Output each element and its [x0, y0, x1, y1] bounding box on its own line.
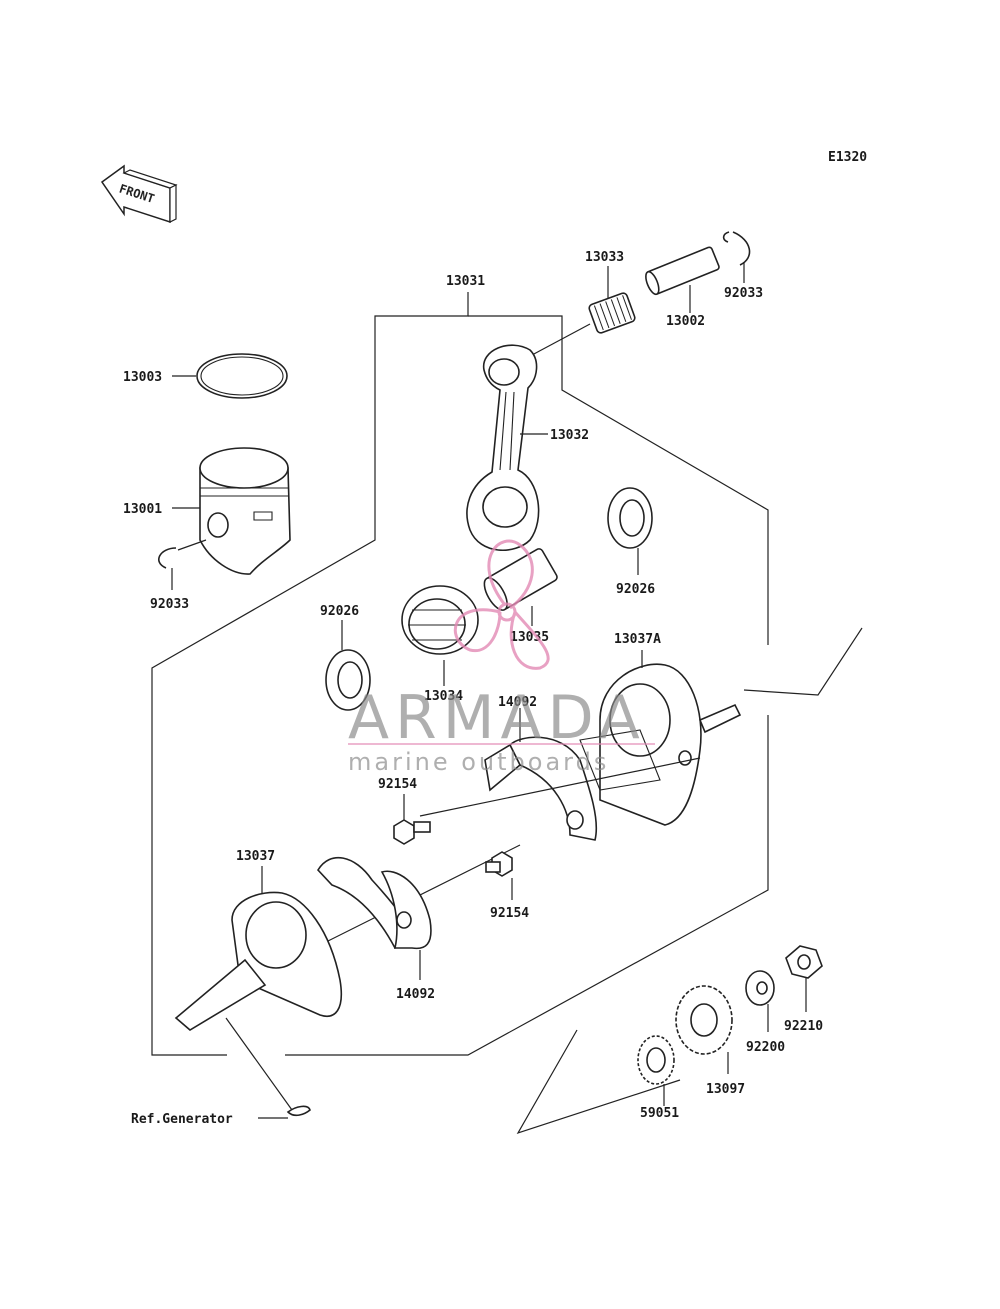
- watermark-subtitle: marine outboards: [348, 748, 609, 776]
- flange-nut: [785, 945, 823, 979]
- label-14092-bottom: 14092: [396, 987, 435, 1002]
- label-92026-left: 92026: [320, 604, 359, 619]
- ref-generator-label: Ref.Generator: [131, 1112, 233, 1127]
- label-13002: 13002: [666, 314, 705, 329]
- label-13034: 13034: [424, 689, 463, 704]
- assembly-boundary: [151, 292, 769, 1056]
- front-arrow-icon: FRONT: [100, 164, 178, 224]
- piston-ring: [196, 353, 288, 399]
- spline-gear: [637, 1035, 675, 1085]
- crank-half-left: [174, 891, 342, 1031]
- label-13037: 13037: [236, 849, 275, 864]
- diagram-code: E1320: [828, 150, 867, 165]
- big-end-bearing: [401, 585, 479, 655]
- circlip-left: [158, 547, 177, 569]
- armada-logo: ARMADA marine outboards: [348, 539, 655, 776]
- label-13001: 13001: [123, 502, 162, 517]
- connecting-rod: [466, 344, 540, 551]
- label-13003: 13003: [123, 370, 162, 385]
- drive-gear: [675, 985, 733, 1055]
- label-13033: 13033: [585, 250, 624, 265]
- label-92033-top: 92033: [724, 286, 763, 301]
- label-14092-top: 14092: [498, 695, 537, 710]
- label-92200: 92200: [746, 1040, 785, 1055]
- thrust-washer-left: [325, 649, 371, 711]
- label-13037A: 13037A: [614, 632, 661, 647]
- counterweight-bottom: [317, 856, 432, 950]
- circlip-top: [722, 231, 751, 266]
- watermark-title: ARMADA: [348, 683, 646, 753]
- label-92026-right: 92026: [616, 582, 655, 597]
- label-13035: 13035: [510, 630, 549, 645]
- bolt-top: [393, 819, 431, 845]
- label-13097: 13097: [706, 1082, 745, 1097]
- label-92154-top: 92154: [378, 777, 417, 792]
- shaft-break-right: [743, 627, 863, 696]
- thrust-washer-right: [607, 487, 653, 549]
- small-end-bearing: [588, 292, 636, 334]
- label-92210: 92210: [784, 1019, 823, 1034]
- propeller-icon: [453, 539, 550, 670]
- piston: [199, 447, 291, 575]
- piston-pin: [645, 246, 720, 296]
- label-92033-left: 92033: [150, 597, 189, 612]
- generator-key-icon: [286, 1105, 311, 1117]
- label-13032: 13032: [550, 428, 589, 443]
- label-92154-bottom: 92154: [490, 906, 529, 921]
- label-59051: 59051: [640, 1106, 679, 1121]
- plain-washer: [745, 970, 775, 1006]
- shaft-break-bottom: [516, 1029, 681, 1135]
- bolt-bottom: [485, 851, 513, 877]
- label-13031: 13031: [446, 274, 485, 289]
